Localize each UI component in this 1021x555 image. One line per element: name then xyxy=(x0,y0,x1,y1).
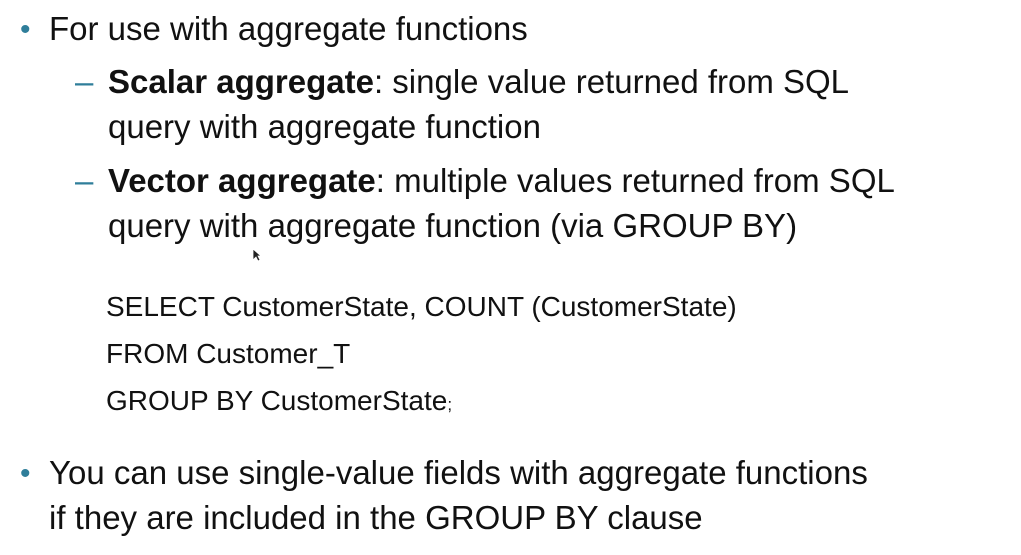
sub-bullet-continuation: query with aggregate function (via GROUP… xyxy=(108,207,798,244)
sql-line-group-by: GROUP BY CustomerState; xyxy=(106,382,452,424)
sub-bullet-continuation: query with aggregate function xyxy=(108,108,541,145)
sub-bullet-line: Scalar aggregate: single value returned … xyxy=(108,60,849,104)
sql-terminator: ; xyxy=(447,395,453,414)
sql-line-from: FROM Customer_T xyxy=(106,338,351,369)
bullet-text-continuation: if they are included in the GROUP BY cla… xyxy=(49,499,703,536)
term-description: : multiple values returned from SQL xyxy=(375,162,895,199)
bullet-marker: • xyxy=(20,13,31,46)
sub-bullet-marker: – xyxy=(75,63,94,100)
term-scalar-aggregate: Scalar aggregate xyxy=(108,63,374,100)
sub-bullet-line: Vector aggregate: multiple values return… xyxy=(108,159,895,203)
term-vector-aggregate: Vector aggregate xyxy=(108,162,376,199)
sql-line-select: SELECT CustomerState, COUNT (CustomerSta… xyxy=(106,291,737,322)
sql-group-by-text: GROUP BY CustomerState xyxy=(106,385,448,416)
bullet-marker: • xyxy=(20,457,31,490)
sub-bullet-marker: – xyxy=(75,162,94,199)
bullet-text: For use with aggregate functions xyxy=(49,10,528,47)
bullet-text: You can use single-value fields with agg… xyxy=(49,454,868,491)
term-description: : single value returned from SQL xyxy=(373,63,850,100)
mouse-pointer-icon xyxy=(252,248,262,262)
